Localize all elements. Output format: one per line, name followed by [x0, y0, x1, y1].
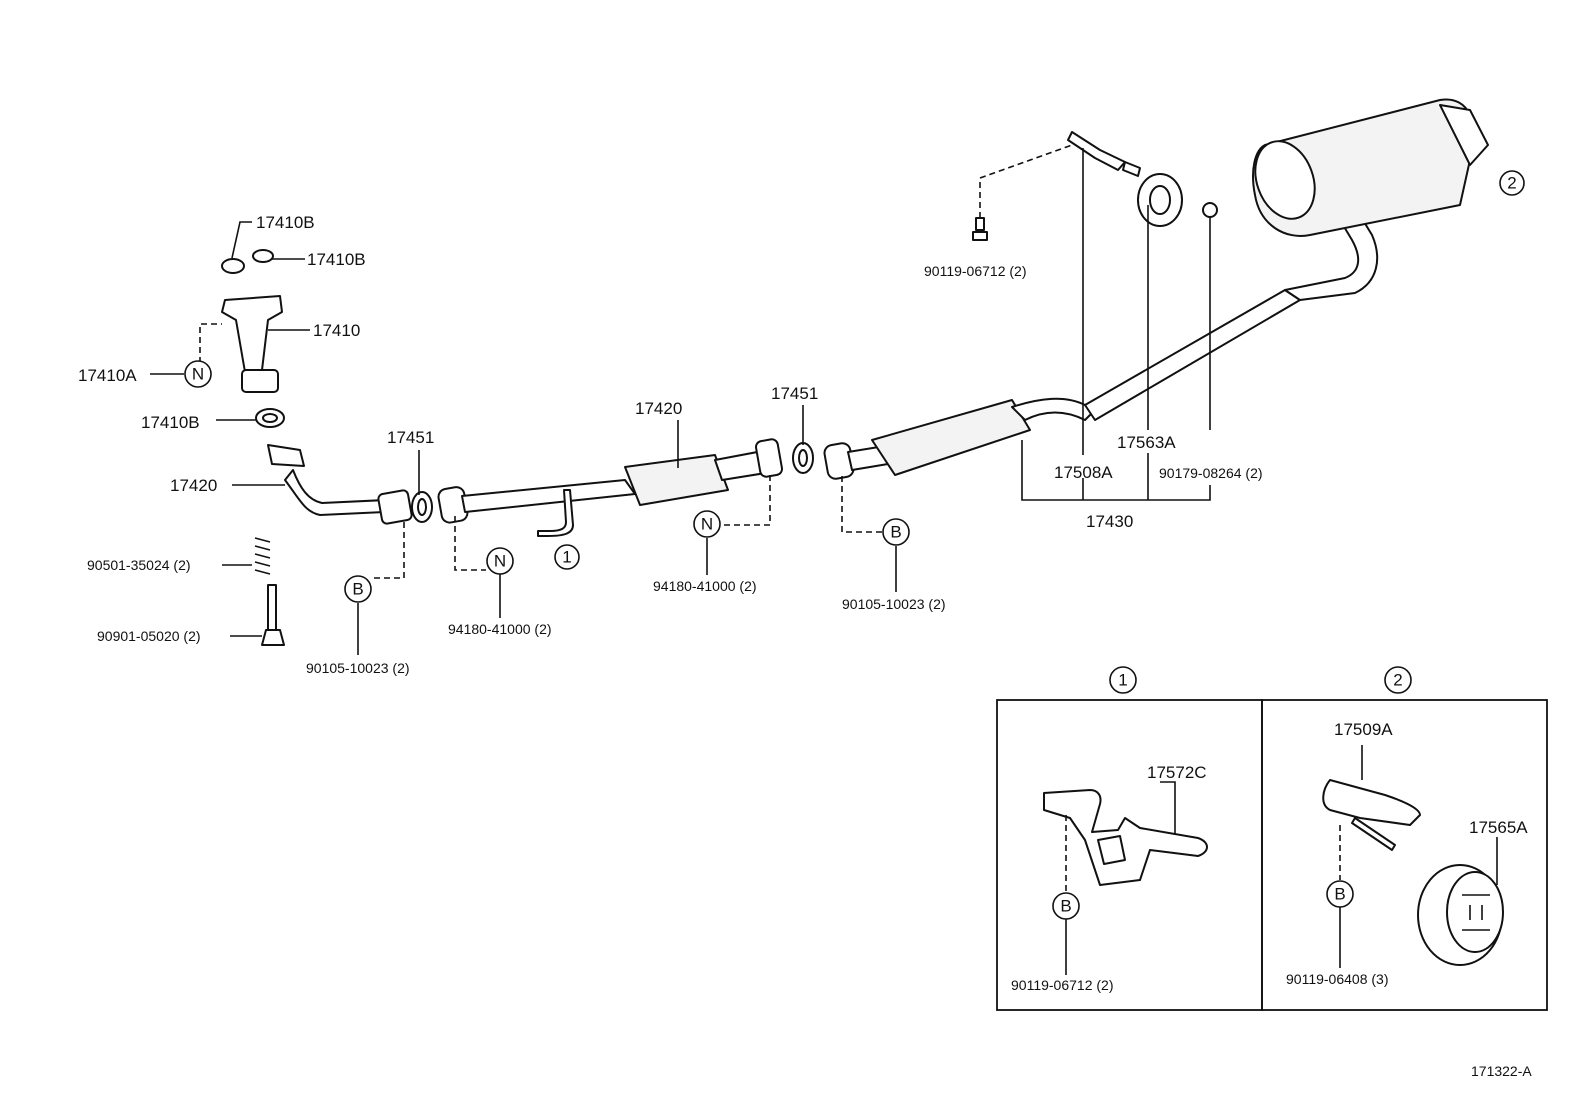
svg-text:2: 2 — [1507, 174, 1516, 193]
svg-text:N: N — [192, 365, 204, 384]
label-94180-mid: 94180-41000 (2) — [653, 578, 757, 594]
label-17410a: 17410A — [78, 366, 137, 385]
label-90901-bolt: 90901-05020 (2) — [97, 628, 201, 644]
marker-two-box-title: 2 — [1384, 666, 1412, 694]
label-90119-box2: 90119-06408 (3) — [1286, 971, 1388, 987]
svg-text:1: 1 — [1118, 671, 1127, 690]
label-17410b-gasket: 17410B — [141, 413, 200, 432]
svg-text:2: 2 — [1393, 671, 1402, 690]
label-90179: 90179-08264 (2) — [1159, 465, 1263, 481]
label-90119-top: 90119-06712 (2) — [924, 263, 1026, 279]
label-17565a: 17565A — [1469, 818, 1528, 837]
marker-b-left: B — [344, 575, 372, 603]
marker-b-box1: B — [1052, 892, 1080, 920]
marker-two-muffler: 2 — [1499, 170, 1525, 196]
marker-b-box2: B — [1326, 880, 1354, 908]
label-90105-mid: 90105-10023 (2) — [842, 596, 946, 612]
svg-text:B: B — [1334, 885, 1345, 904]
svg-text:B: B — [1060, 897, 1071, 916]
label-17420-mid: 17420 — [635, 399, 682, 418]
label-17451-mid: 17451 — [771, 384, 818, 403]
marker-b-mid: B — [882, 518, 910, 546]
svg-text:1: 1 — [562, 548, 571, 567]
detail-box-1: 1 17572C B 90119-06712 (2) — [996, 666, 1263, 1011]
label-17410: 17410 — [313, 321, 360, 340]
label-17509a: 17509A — [1334, 720, 1393, 739]
label-17572c: 17572C — [1147, 763, 1207, 782]
label-17410b-second: 17410B — [307, 250, 366, 269]
marker-n-mid: N — [693, 510, 721, 538]
marker-n-17410a: N — [184, 360, 212, 388]
svg-text:N: N — [494, 552, 506, 571]
marker-one-pipe: 1 — [554, 544, 580, 570]
svg-text:N: N — [701, 515, 713, 534]
label-90119-box1: 90119-06712 (2) — [1011, 977, 1113, 993]
label-90105-left: 90105-10023 (2) — [306, 660, 410, 676]
label-17563a: 17563A — [1117, 433, 1176, 452]
svg-text:B: B — [352, 580, 363, 599]
detail-box-2: 2 17509A B 90119-06408 (3) 17565A — [1261, 666, 1548, 1011]
label-17420-front: 17420 — [170, 476, 217, 495]
part-number-labels: 17410B 17410B 17410 17410A 17410B 17420 … — [78, 213, 1263, 676]
label-17451-left: 17451 — [387, 428, 434, 447]
circled-markers: N B N 1 N B 2 — [184, 170, 1525, 603]
marker-n-left: N — [486, 547, 514, 575]
svg-text:B: B — [890, 523, 901, 542]
label-17410b-top: 17410B — [256, 213, 315, 232]
label-90501-spring: 90501-35024 (2) — [87, 557, 191, 573]
exhaust-system-drawing — [221, 98, 1489, 646]
label-94180-left: 94180-41000 (2) — [448, 621, 552, 637]
figure-code: 171322-A — [1471, 1063, 1532, 1079]
marker-one-box-title: 1 — [1109, 666, 1137, 694]
label-17508a: 17508A — [1054, 463, 1113, 482]
label-17430: 17430 — [1086, 512, 1133, 531]
leader-lines — [150, 144, 1211, 655]
